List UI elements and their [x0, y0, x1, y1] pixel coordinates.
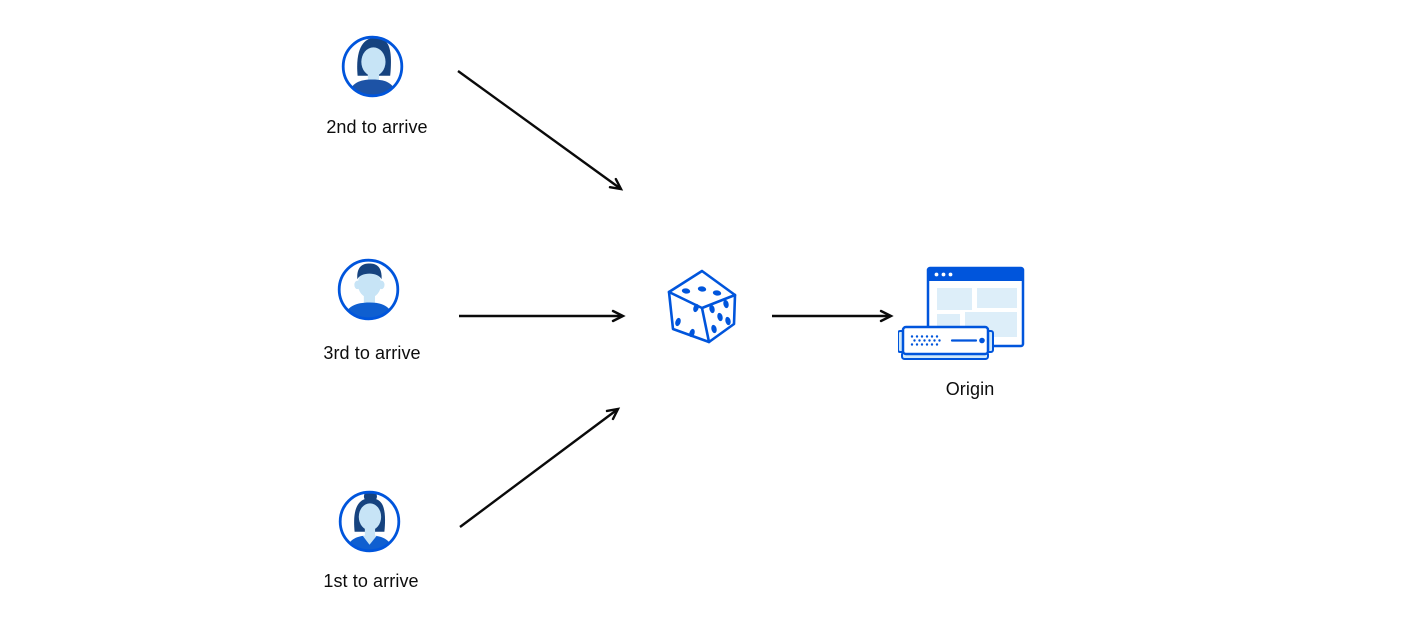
arrow-visitor-top-to-dice — [457, 70, 624, 191]
visitor-top-label: 2nd to arrive — [326, 117, 428, 137]
arrow-visitor-bottom-to-dice — [459, 407, 621, 528]
server-vent-dots — [910, 335, 941, 346]
visitor-bottom-label: 1st to arrive — [323, 571, 419, 591]
female-avatar-bun-icon — [336, 488, 403, 555]
origin-server-browser-icon — [898, 263, 1026, 363]
visitor-middle-label: 3rd to arrive — [323, 343, 421, 363]
male-avatar-short-hair-icon — [335, 256, 402, 323]
origin-label: Origin — [945, 379, 995, 399]
male-avatar-pompadour-icon — [339, 33, 406, 100]
dice-icon — [666, 264, 738, 350]
